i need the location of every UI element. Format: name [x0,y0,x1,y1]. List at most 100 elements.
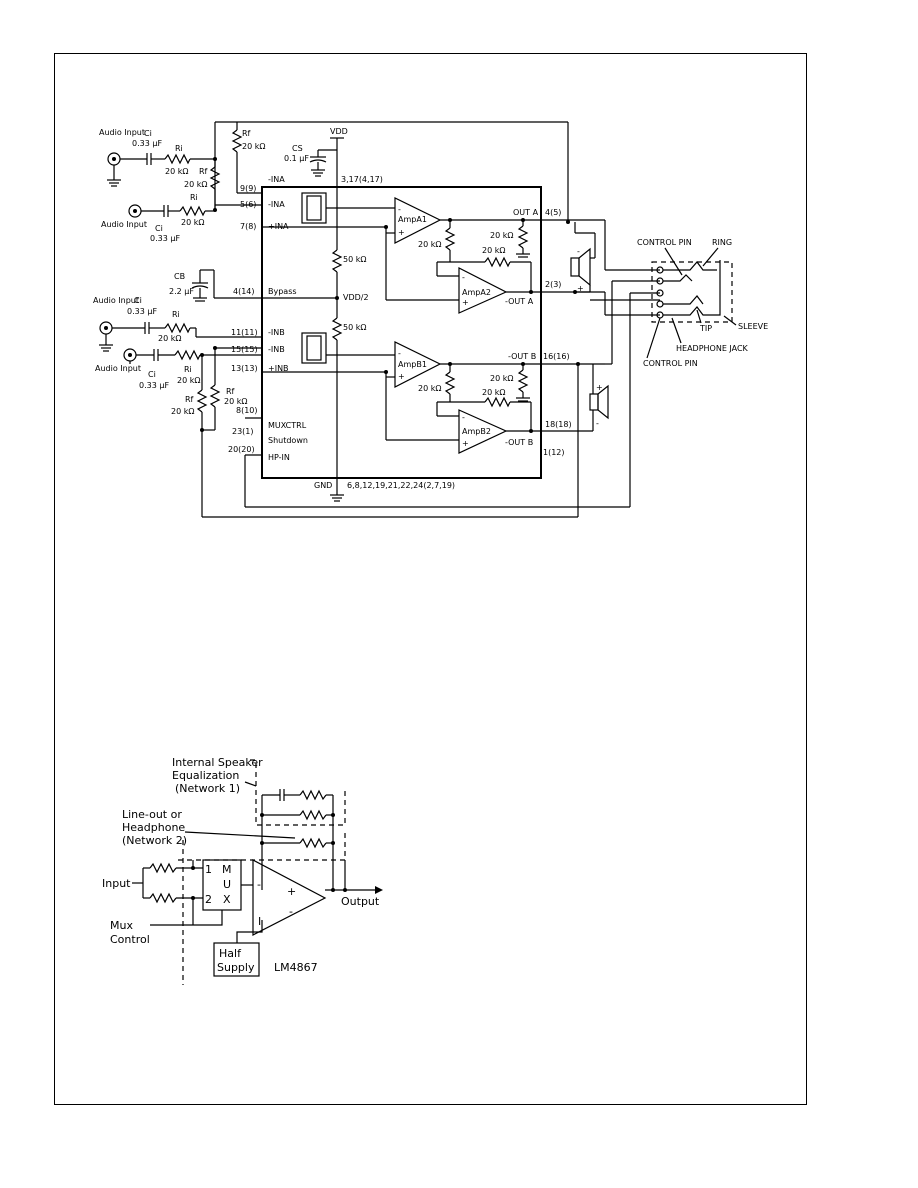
ci3-label: Ci [134,296,142,305]
amp-b2 [458,409,508,454]
audio-input-2-label: Audio Input [101,220,147,229]
r50b-value: 50 kΩ [343,323,366,332]
pin13-label: 13(13) [231,364,258,373]
vdd-label: VDD [330,127,348,136]
r20e-value: 20 kΩ [482,388,505,397]
pin9-label: 9(9) [240,184,256,193]
headphone-jack-label: HEADPHONE JACK [676,344,749,353]
ri3-value: 20 kΩ [158,334,181,343]
pin16-16-label: 16(16) [543,352,570,361]
shutdown-label: Shutdown [268,436,308,445]
rf4-value: 20 kΩ [171,407,194,416]
svg-text:+: + [398,372,405,381]
mux-a [301,192,327,224]
control-pin-bottom: CONTROL PIN [643,359,698,368]
line-out-label: Line-out or [122,808,182,821]
ri4-value: 20 kΩ [177,376,200,385]
svg-text:-: - [577,247,580,256]
audio-input-4-label: Audio Input [95,364,141,373]
gnd-pins-label: 6,8,12,19,21,22,24(2,7,19) [347,481,455,490]
sleeve-label: SLEEVE [738,322,768,331]
mux-in-2: 2 [205,893,212,906]
svg-text:-: - [462,273,465,282]
ic-body [261,186,542,479]
svg-text:+: + [462,298,469,307]
headphone-jack-outline [651,261,733,323]
svg-text:-: - [398,205,401,214]
rf-top-label: Rf [242,129,251,138]
gnd-label: GND [314,481,332,490]
r20c-value: 20 kΩ [490,231,513,240]
ci4-value: 0.33 µF [139,381,169,390]
mux-m: M [222,863,232,876]
in-a2-label: +INA [268,222,289,231]
pin4-5-label: 4(5) [545,208,561,217]
headphone-label: Headphone [122,821,185,834]
pin7-label: 7(8) [240,222,256,231]
mux-x: X [223,893,231,906]
in-b3-label: +INB [268,364,289,373]
control-pin-top: CONTROL PIN [637,238,692,247]
svg-text:+: + [462,439,469,448]
svg-text:-: - [398,349,401,358]
hpin-label: HP-IN [268,453,290,462]
svg-text:I: I [258,915,261,928]
r50a-value: 50 kΩ [343,255,366,264]
amp-a2 [458,267,508,314]
cb-label: CB [174,272,185,281]
rf1-label: Rf [199,167,208,176]
in-b1-label: -INB [268,328,285,337]
half-supply-1: Half [219,947,242,960]
opamp-minus-2: - [289,905,293,918]
pin1-12-label: 1(12) [543,448,565,457]
svg-text:+: + [596,383,603,392]
rf-top-value: 20 kΩ [242,142,265,151]
audio-input-3-label: Audio Input [93,296,139,305]
out-a-neg-label: -OUT A [505,297,534,306]
part-label: LM4867 [274,961,318,974]
ri2-label: Ri [190,193,198,202]
out-b2-label: -OUT B [505,438,533,447]
svg-text:-: - [462,413,465,422]
amp-a2-label: AmpA2 [462,288,491,297]
figure-1-typical-application: VDD 3,17(4,17) CS 0.1 µF Rf 20 kΩ 9(9) -… [93,121,768,518]
pin16-label: 15(15) [231,345,258,354]
svg-text:+: + [577,284,584,293]
pin20-label: 20(20) [228,445,255,454]
vdd-pin-label: 3,17(4,17) [341,175,383,184]
ci4-label: Ci [148,370,156,379]
ri1-label: Ri [175,144,183,153]
r20b-value: 20 kΩ [482,246,505,255]
ri2-value: 20 kΩ [181,218,204,227]
equalization-label: Equalization [172,769,239,782]
ci3-value: 0.33 µF [127,307,157,316]
ring-label: RING [712,238,732,247]
cb-value: 2.2 µF [169,287,194,296]
ri4-label: Ri [184,365,192,374]
mux-control-1: Mux [110,919,133,932]
pin4-label: 4(14) [233,287,255,296]
amp-b1 [394,341,442,388]
vdd-half-label: VDD/2 [343,293,369,302]
tip-label: TIP [699,324,712,333]
bypass-label: Bypass [268,287,297,296]
pin18-18-label: 18(18) [545,420,572,429]
pin2-3-label: 2(3) [545,280,561,289]
mux-control-2: Control [110,933,150,946]
opamp-minus: - [257,878,261,891]
pin8-label: 8(10) [236,406,258,415]
in-b2-label: -INB [268,345,285,354]
figure-2-gain-network: Internal Speaker Equalization (Network 1… [102,756,383,985]
amp-a1-label: AmpA1 [398,215,427,224]
amp-a1 [394,197,442,244]
out-a-label: OUT A [513,208,539,217]
network1-label: (Network 1) [175,782,240,795]
svg-text:-: - [596,419,599,428]
muxctrl-label: MUXCTRL [268,421,307,430]
rf5-label: Rf [226,387,235,396]
network2-label: (Network 2) [122,834,187,847]
ci2-label: Ci [155,224,163,233]
amp-b2-label: AmpB2 [462,427,491,436]
out-b-label: -OUT B [508,352,536,361]
